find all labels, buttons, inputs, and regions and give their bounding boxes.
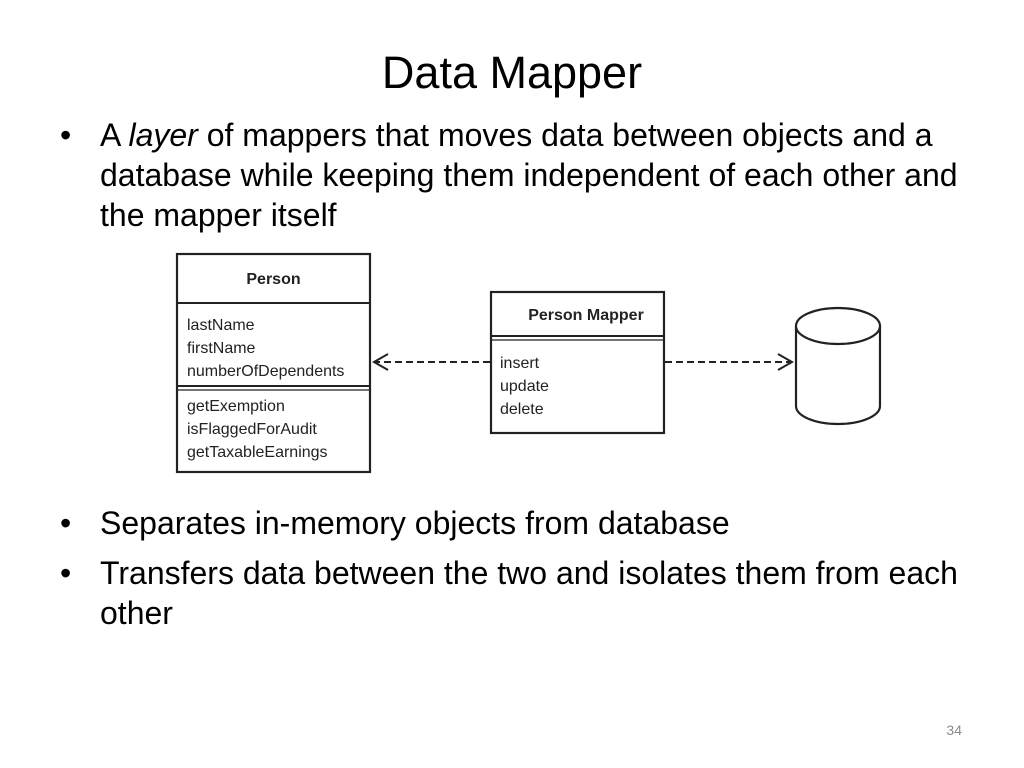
bullet-glyph: • bbox=[60, 505, 72, 541]
bullet-emphasis: layer bbox=[128, 117, 198, 153]
bullet-item: • Transfers data between the two and iso… bbox=[60, 553, 980, 633]
person-attribute: numberOfDependents bbox=[187, 363, 344, 380]
bullet-text: Separates in-memory objects from databas… bbox=[100, 505, 730, 541]
bullet-text: Transfers data between the two and isola… bbox=[100, 555, 958, 631]
person-method: getExemption bbox=[187, 398, 285, 415]
top-bullet-list: • A layer of mappers that moves data bet… bbox=[60, 115, 980, 243]
person-class-name: Person bbox=[246, 271, 300, 288]
mapper-class-name: Person Mapper bbox=[528, 307, 644, 324]
mapper-method: insert bbox=[500, 355, 540, 372]
person-mapper-class-box: Person Mapper insert update delete bbox=[489, 290, 666, 435]
bullet-text: A layer of mappers that moves data betwe… bbox=[100, 117, 958, 233]
bullet-glyph: • bbox=[60, 555, 72, 591]
bottom-bullet-list: • Separates in-memory objects from datab… bbox=[60, 503, 980, 643]
person-attribute: lastName bbox=[187, 317, 255, 334]
person-class-box: Person lastName firstName numberOfDepend… bbox=[175, 252, 372, 474]
person-attribute: firstName bbox=[187, 340, 256, 357]
person-method: getTaxableEarnings bbox=[187, 444, 328, 461]
mapper-method: update bbox=[500, 378, 549, 395]
bullet-suffix: of mappers that moves data between objec… bbox=[100, 117, 958, 233]
person-method: isFlaggedForAudit bbox=[187, 421, 317, 438]
slide-title: Data Mapper bbox=[381, 47, 643, 98]
mapper-to-person-arrow bbox=[371, 353, 490, 371]
mapper-to-database-arrow bbox=[665, 353, 795, 371]
bullet-glyph: • bbox=[60, 117, 72, 153]
data-mapper-diagram: Person lastName firstName numberOfDepend… bbox=[175, 252, 882, 474]
bullet-prefix: A bbox=[100, 117, 129, 153]
database-cylinder-icon bbox=[794, 306, 882, 426]
page-number: 34 bbox=[946, 722, 962, 738]
mapper-method: delete bbox=[500, 401, 544, 418]
bullet-item: • A layer of mappers that moves data bet… bbox=[60, 115, 980, 235]
bullet-item: • Separates in-memory objects from datab… bbox=[60, 503, 980, 543]
